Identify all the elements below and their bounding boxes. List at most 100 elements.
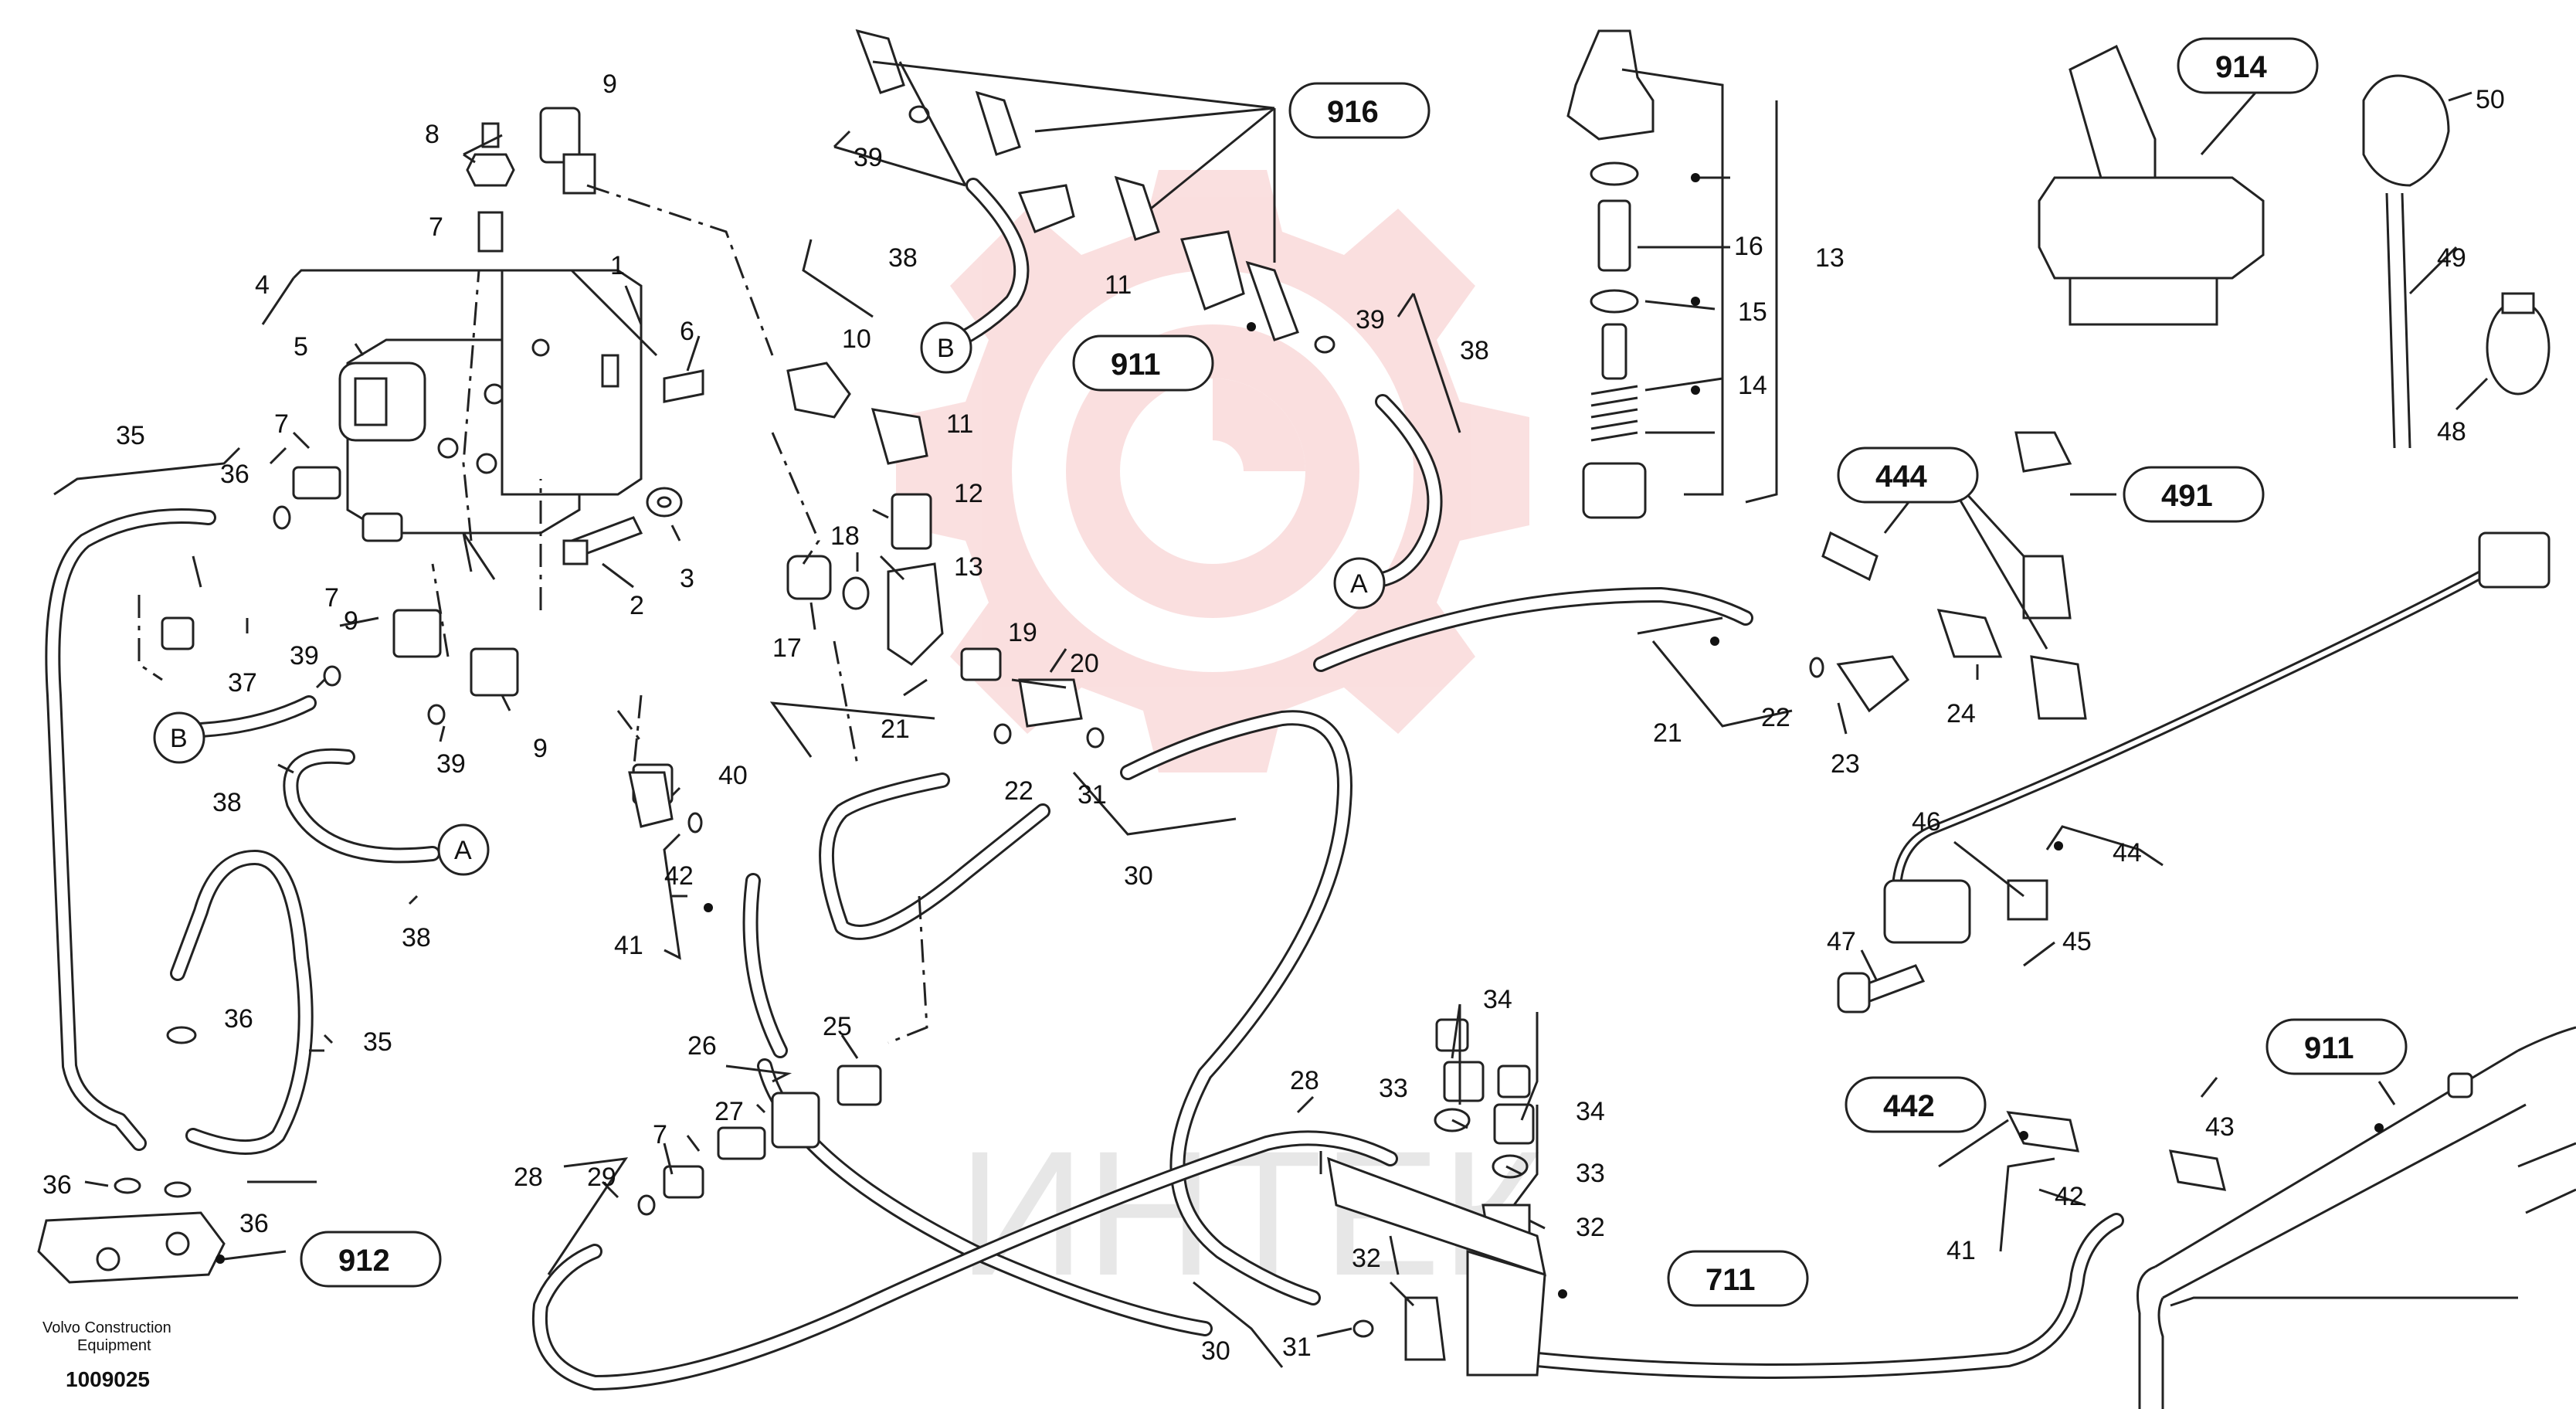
ref-711: 711 [1705,1263,1756,1297]
ref-916: 916 [1327,95,1379,129]
callout-37: 37 [228,668,257,698]
fitting-23 [1836,655,1910,713]
callout-15: 15 [1738,297,1767,327]
brand-line-2: Equipment [77,1337,151,1354]
bolt-2 [562,516,643,565]
callout-21b: 21 [1653,718,1682,748]
callout-11b: 11 [1105,270,1132,300]
callout-41b: 41 [1946,1236,1976,1265]
joystick-914 [2038,44,2265,326]
callout-19: 19 [1008,618,1037,647]
hose-21-middle [819,772,1050,940]
callout-47: 47 [1827,927,1856,956]
callout-23: 23 [1831,749,1860,779]
callout-30a: 30 [1124,861,1153,891]
callout-numbers: 1 2 3 4 5 6 7 7 7 7 8 9 9 9 10 11 11 12 … [42,70,2505,1366]
solenoid-valve [338,269,643,535]
callout-1: 1 [610,251,625,280]
callout-36d: 36 [239,1209,269,1238]
callout-25: 25 [823,1012,852,1041]
callout-20: 20 [1070,649,1099,678]
callout-9a: 9 [602,70,617,99]
pilot-valve-13 [1566,29,1655,519]
leader-dots [216,173,2384,1299]
ref-912: 912 [338,1244,390,1278]
callout-12: 12 [954,479,983,508]
callout-16: 16 [1734,232,1763,261]
callout-22a: 22 [1004,776,1033,806]
callout-38c: 38 [212,788,242,817]
callout-49: 49 [2437,243,2466,273]
callout-14: 14 [1738,371,1767,400]
hose-38-a-top [1375,394,1443,587]
connection-a-top: A [1350,569,1368,599]
callout-3: 3 [680,564,694,593]
callout-28b: 28 [1290,1066,1319,1095]
hose-35-left [45,508,216,1151]
callout-34a: 34 [1483,985,1512,1014]
plug-17-ring-18 [786,555,870,610]
rings-36 [114,505,291,1198]
callout-39d: 39 [436,749,466,779]
callout-10: 10 [842,324,871,354]
callout-28a: 28 [514,1163,543,1192]
callout-32a: 32 [1576,1213,1605,1242]
hose-35-right [170,850,314,1155]
callout-39a: 39 [854,143,883,172]
callout-36a: 36 [220,460,249,489]
ref-914: 914 [2215,50,2267,84]
connection-b-top: B [937,334,955,363]
callout-42b: 42 [2055,1182,2084,1211]
callout-31b: 31 [1282,1333,1312,1362]
hose-21-long [1313,587,1753,672]
callout-45: 45 [2062,927,2092,956]
callout-2: 2 [630,591,644,620]
callout-26: 26 [687,1031,717,1061]
callout-7a: 7 [429,212,443,242]
callout-9b: 9 [344,606,358,636]
callout-35b: 35 [363,1027,392,1057]
tank-911 [2136,1026,2576,1409]
callout-13b: 13 [1815,243,1845,273]
callout-38a: 38 [888,243,918,273]
callout-30b: 30 [1201,1336,1230,1366]
callout-13a: 13 [954,552,983,582]
callout-40: 40 [718,761,748,790]
fitting-7-top [477,211,504,253]
callout-36c: 36 [42,1170,72,1200]
fitting-25-27 [663,1064,882,1199]
hose-38-b-left [193,695,317,738]
callout-7b: 7 [274,409,289,439]
callout-38b: 38 [1460,336,1489,365]
callout-11a: 11 [946,409,973,439]
adapter-12-13 [887,493,944,666]
callout-38d: 38 [402,923,431,952]
dash-dot-lines [137,184,1322,1182]
callout-7c: 7 [324,583,339,613]
callout-48: 48 [2437,417,2466,446]
callout-42a: 42 [664,861,694,891]
connection-b-left: B [170,724,188,753]
fitting-9-top [539,107,596,195]
callout-7d: 7 [653,1120,667,1149]
callout-24: 24 [1946,699,1976,728]
callout-39b: 39 [1356,305,1385,334]
fitting-8 [466,122,515,187]
ref-491: 491 [2161,479,2213,513]
rings-22-31 [637,657,1824,1338]
callout-41a: 41 [614,931,643,960]
bolt-6 [663,369,704,403]
callout-32b: 32 [1352,1244,1381,1273]
callout-4: 4 [255,270,270,300]
callout-6: 6 [680,317,694,346]
callout-43: 43 [2205,1112,2235,1142]
callout-9c: 9 [533,734,548,763]
knob-50 [2362,74,2450,449]
fittings-444-491 [1821,431,2087,720]
callout-29: 29 [587,1163,616,1192]
tee-10 [786,362,928,465]
callout-8: 8 [425,120,440,149]
reference-boxes: 916 911 914 444 491 442 911 912 711 [300,37,2408,1307]
fitting-40-42 [628,771,703,834]
